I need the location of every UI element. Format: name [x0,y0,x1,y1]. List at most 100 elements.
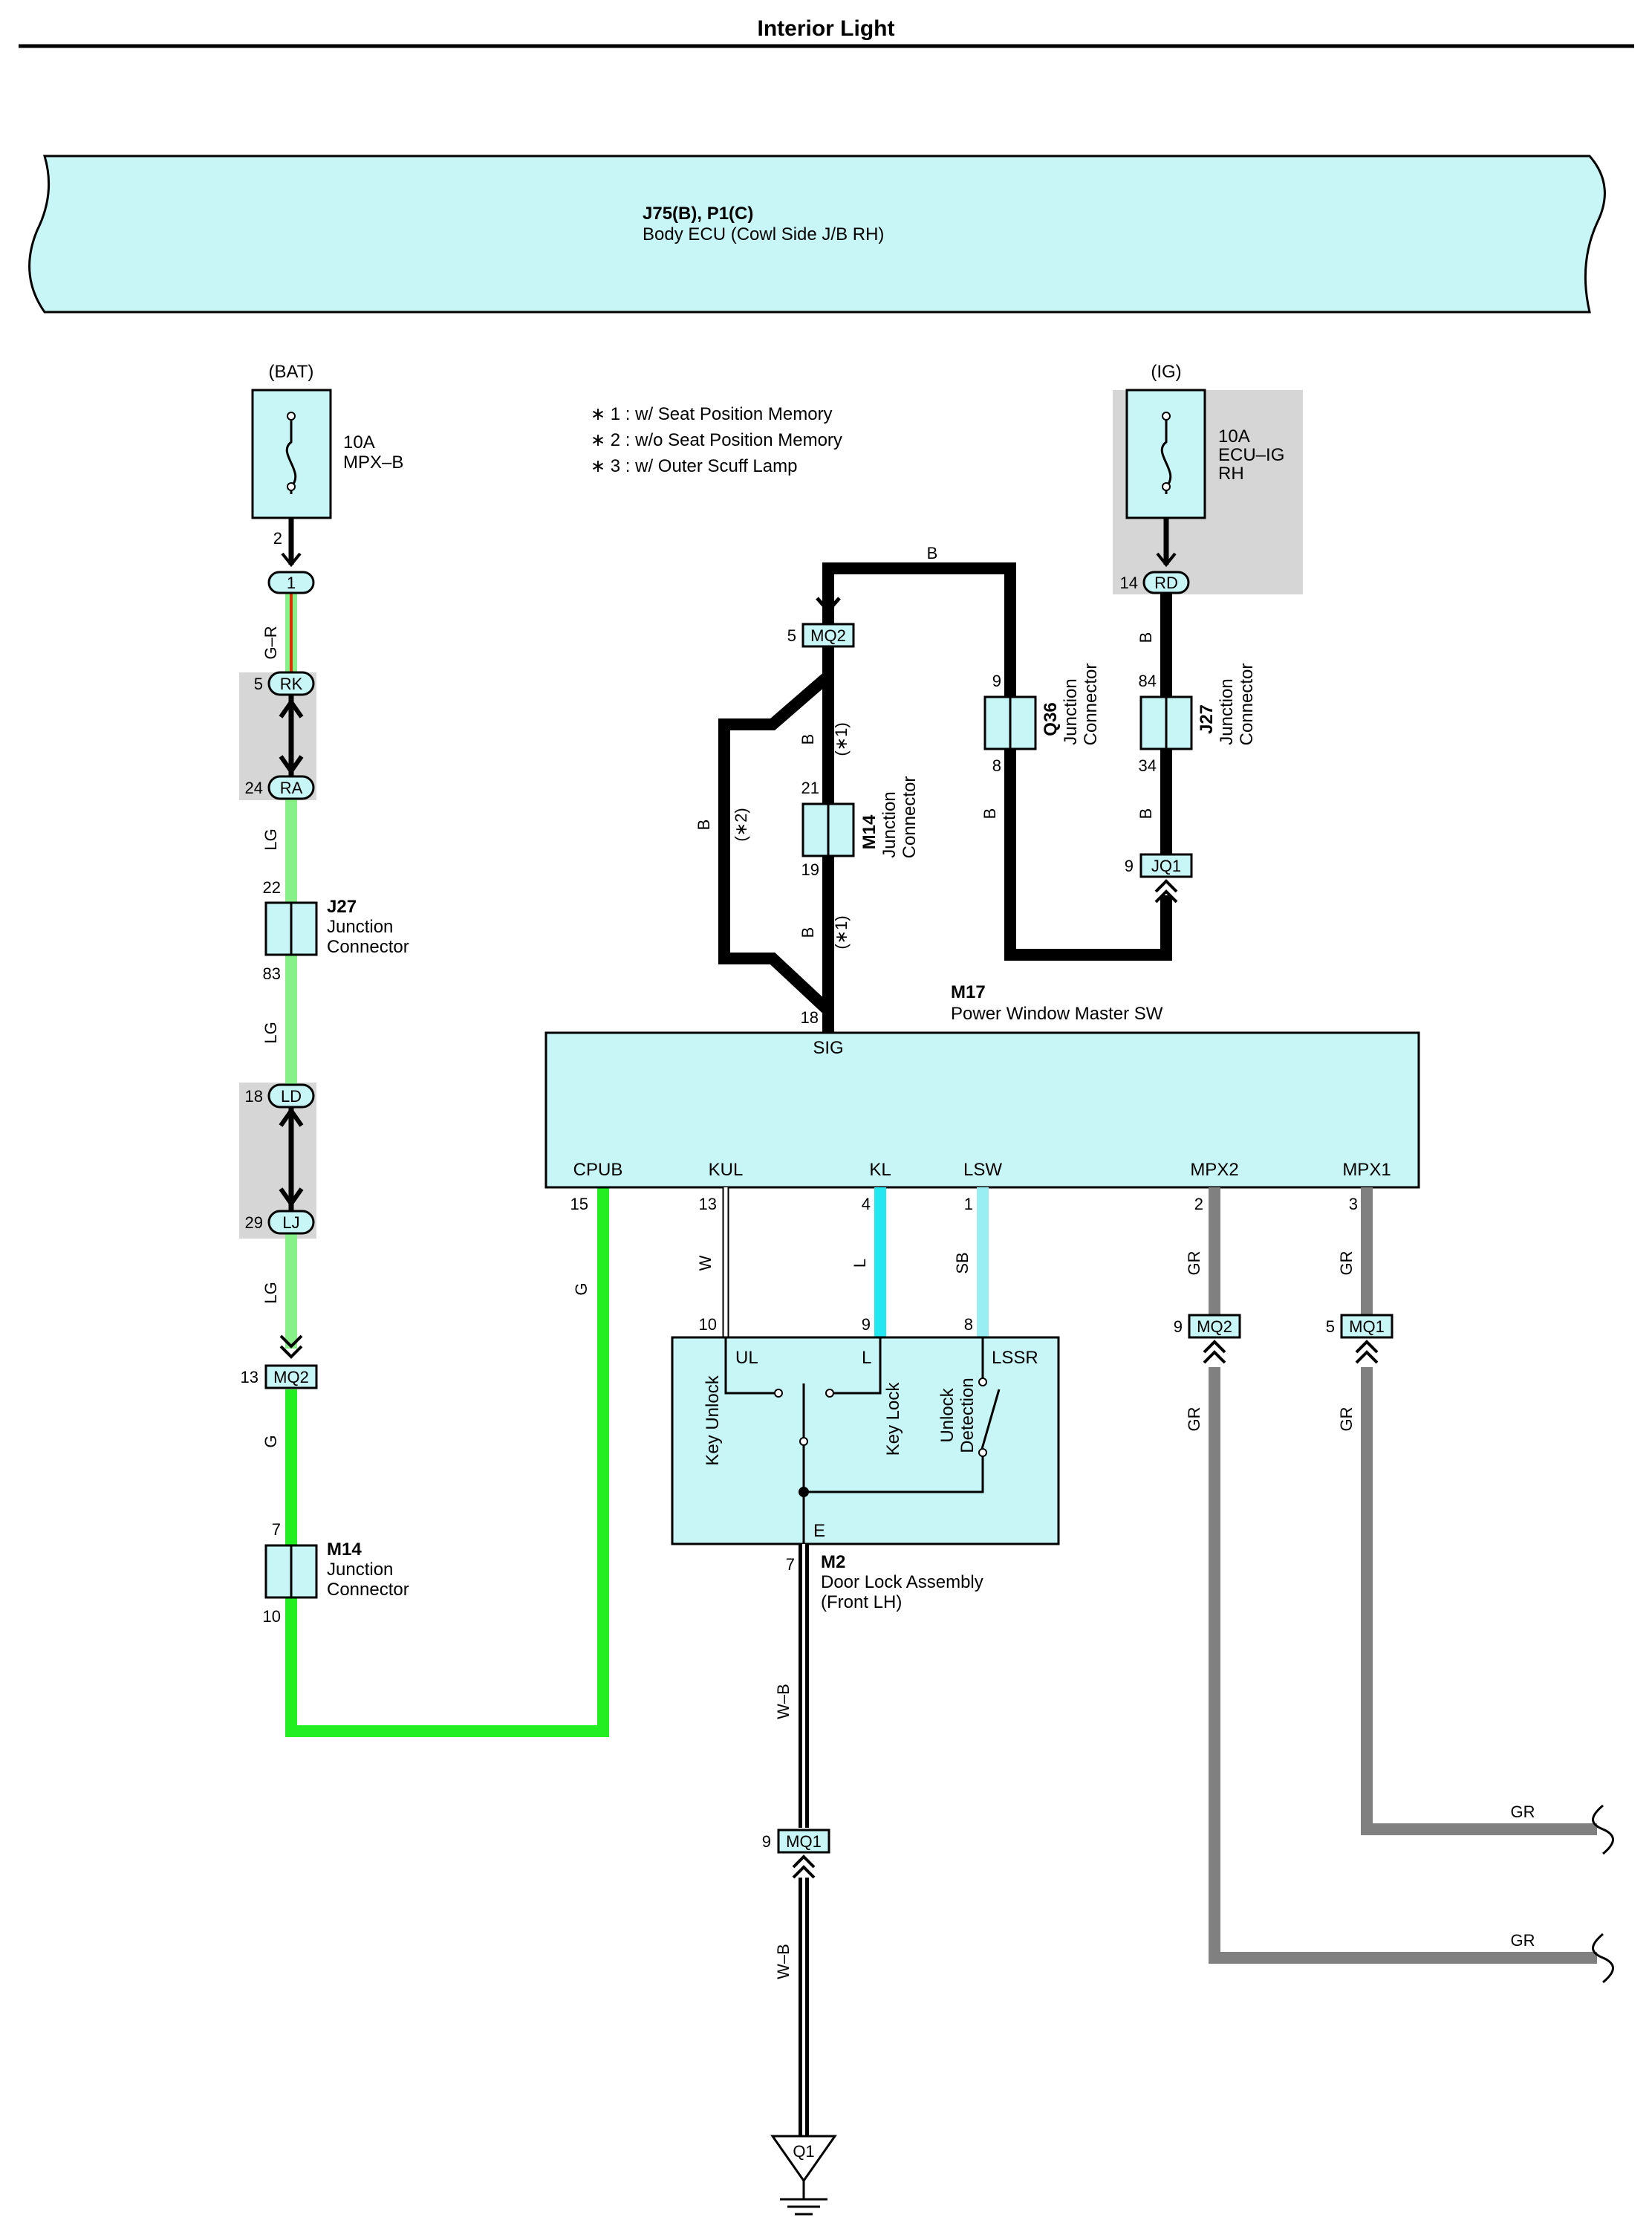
m2-name: Door Lock Assembly [821,1572,983,1592]
wire-label: GR [1511,1931,1535,1950]
connector-mq2-top [801,623,855,648]
connector-lj [267,1210,315,1235]
wire-label: B [1136,632,1155,643]
wire-label: G [261,1435,280,1447]
pin-label: 9 [1174,1317,1183,1336]
wire-g-cpub [285,1187,609,1737]
wire-label: LG [261,828,280,850]
m17-terminal-kl: KL [869,1160,891,1180]
wire-b-bypass [718,671,833,1015]
connector-chevron-icon [1154,879,1178,903]
pin-label: 8 [992,756,1001,775]
m17-sig-terminal: SIG [813,1038,843,1058]
pin-label: 4 [862,1195,871,1213]
pin-label: 22 [263,878,281,897]
pin-label: 15 [570,1195,588,1213]
junction-label: Connector [900,776,920,859]
wire-label: GR [1337,1407,1356,1432]
m17-power-window-master-sw [544,1031,1420,1189]
pin-label: 1 [964,1195,973,1213]
pin-label: 13 [241,1368,258,1386]
pin-label: 84 [1139,672,1157,690]
m2-unlock-detection-label: Detection [957,1378,978,1453]
connector-ld [267,1083,315,1109]
pin-label: 7 [786,1555,795,1574]
connector-mq1-right [1340,1314,1394,1339]
m2-name: (Front LH) [821,1592,902,1612]
m2-terminal-lssr: LSSR [992,1348,1038,1368]
m17-terminal-kul: KUL [709,1160,744,1180]
connector-label: MQ2 [1197,1317,1232,1336]
pin-label: 2 [1194,1195,1203,1213]
note-line: ∗ 1 : w/ Seat Position Memory [591,404,833,424]
connector-chevron-icon [279,1334,303,1359]
connector-label: MQ1 [786,1832,822,1851]
connector-chevron-icon [792,1855,816,1879]
wire-gr-mpx1-out [1361,1367,1597,1835]
ig-source: (IG) [1151,362,1181,382]
junction-label: Junction [327,1560,393,1580]
junction-id: M14 [859,814,879,849]
connector-mq2-right [1188,1314,1241,1339]
wire-label: GR [1511,1803,1535,1821]
connector-rd [1142,571,1190,594]
wire-label: SB [953,1252,972,1274]
m2-terminal-ul: UL [735,1348,758,1368]
wire-gr-mpx2-out [1209,1367,1597,1964]
arrow-icon [281,552,302,568]
wire-label: LG [261,1022,280,1043]
m17-terminal-cpub: CPUB [573,1160,623,1180]
wire-label: B [695,820,713,831]
pin-label: 8 [964,1315,973,1334]
junction-label: Junction [1061,678,1081,744]
arrow-icon [1156,552,1177,568]
junction-label: Connector [327,937,409,957]
pin-label: 5 [254,675,263,693]
m2-key-unlock-label: Key Unlock [703,1375,723,1465]
bat-fuse-name: MPX–B [343,452,403,473]
wire-b-loop [822,562,1172,961]
connector-label: LD [281,1087,302,1106]
bat-fuse-rating: 10A [343,432,375,452]
pin-label: 18 [801,1008,819,1027]
page-title: Interior Light [758,16,895,41]
m2-terminal-l: L [862,1348,871,1368]
pin-label: 24 [245,779,263,797]
pin-label: 9 [862,1315,871,1334]
pin-label: 34 [1139,756,1157,775]
connector-jq1 [1139,853,1193,878]
pin-label: 10 [699,1315,717,1334]
junction-label: Junction [879,791,900,857]
pin-label: 7 [272,1520,281,1539]
wire-break-icon [1592,1933,1614,1984]
ground-label: Q1 [793,2142,814,2161]
junction-label: Junction [1217,678,1237,744]
wire-label: LG [261,1282,280,1303]
wire-label: GR [1337,1251,1356,1276]
connector-label: JQ1 [1151,857,1181,875]
wire-label: W [696,1255,715,1271]
m17-terminal-mpx2: MPX2 [1190,1160,1238,1180]
note-line: ∗ 3 : w/ Outer Scuff Lamp [591,456,797,476]
junction-id: J27 [1197,704,1217,734]
m2-door-lock-assembly [671,1336,1060,1545]
m17-name: Power Window Master SW [951,1004,1163,1024]
double-arrow-icon [279,1106,304,1208]
wire-label: B [1136,808,1155,820]
double-arrow-icon [279,698,304,776]
bat-source: (BAT) [269,362,314,382]
m2-key-lock-label: Key Lock [883,1382,903,1456]
wire-label: G–R [261,626,280,659]
m17-id: M17 [951,982,986,1002]
wire-label: B [799,927,817,938]
wire-label: (∗1) [832,915,851,949]
m2-id: M2 [821,1552,845,1572]
wire-label: B [981,808,999,820]
unlock-detection-switch-icon [981,1389,1001,1450]
pin-label: 19 [801,860,819,879]
connector-chevron-icon [1355,1340,1379,1364]
connector-ra [267,775,315,800]
wire-label: GR [1185,1251,1203,1276]
pin-label: 13 [699,1195,717,1213]
wire-label: (∗2) [732,808,750,841]
